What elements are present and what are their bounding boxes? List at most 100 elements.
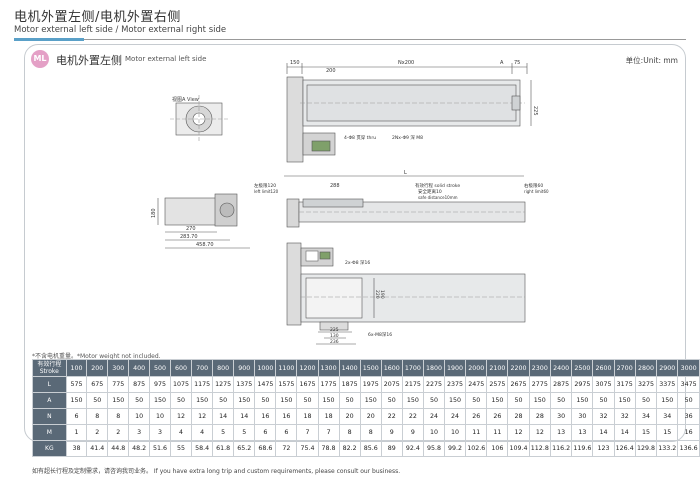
table-cell: 82.2	[338, 440, 361, 457]
table-cell: 15	[634, 424, 658, 441]
svg-text:180: 180	[151, 208, 157, 218]
table-cell: 6	[275, 424, 298, 441]
table-cell: 14	[613, 424, 636, 441]
stroke-header-cell: 2900	[656, 359, 679, 377]
table-cell: 18	[296, 408, 319, 425]
stroke-header-cell: 700	[191, 359, 214, 377]
table-cell: 3	[149, 424, 171, 441]
stroke-header-cell: 2100	[486, 359, 509, 377]
table-cell: 150	[443, 392, 467, 409]
table-cell: 9	[401, 424, 424, 441]
table-cell: 575	[65, 376, 88, 393]
table-cell: 22	[380, 408, 403, 425]
table-cell: 12	[507, 424, 530, 441]
page-title: 电机外置左侧/电机外置右侧	[14, 10, 181, 25]
table-cell: 28	[528, 408, 551, 425]
table-cell: 1675	[296, 376, 319, 393]
table-cell: 1775	[317, 376, 340, 393]
stroke-header-cell: 3000	[677, 359, 700, 377]
stroke-header-cell: 2600	[592, 359, 615, 377]
table-cell: 1575	[275, 376, 298, 393]
table-cell: 5	[233, 424, 256, 441]
table-cell: 3	[128, 424, 151, 441]
table-cell: 50	[507, 392, 530, 409]
svg-text:左极限120: 左极限120	[254, 182, 276, 189]
table-cell: 2175	[401, 376, 424, 393]
table-cell: 2875	[549, 376, 573, 393]
table-cell: 150	[401, 392, 424, 409]
table-cell: 150	[233, 392, 256, 409]
stroke-header-cell: 2000	[465, 359, 488, 377]
table-cell: 975	[149, 376, 171, 393]
table-cell: 109.4	[507, 440, 530, 457]
stroke-header-cell: 1100	[275, 359, 298, 377]
svg-text:220: 220	[374, 290, 380, 299]
table-cell: 2475	[465, 376, 488, 393]
table-cell: 50	[169, 392, 193, 409]
table-cell: 10	[128, 408, 151, 425]
stroke-header-cell: 800	[212, 359, 235, 377]
row-label: M	[32, 424, 67, 441]
stroke-header-cell: 2400	[549, 359, 573, 377]
table-cell: 26	[465, 408, 488, 425]
table-cell: 2	[107, 424, 130, 441]
stroke-header-cell: 2800	[634, 359, 658, 377]
table-cell: 14	[233, 408, 256, 425]
table-cell: 2275	[422, 376, 446, 393]
table-cell: 36	[677, 408, 700, 425]
table-cell: 8	[338, 424, 361, 441]
table-cell: 2075	[380, 376, 403, 393]
table-cell: 8	[359, 424, 382, 441]
table-cell: 6	[254, 424, 277, 441]
svg-text:200: 200	[326, 68, 336, 74]
table-cell: 102.6	[465, 440, 488, 457]
table-cell: 72	[275, 440, 298, 457]
stroke-header-cell: 400	[128, 359, 151, 377]
end-view: 视图A View	[170, 95, 230, 143]
table-cell: 41.4	[86, 440, 109, 457]
svg-text:225: 225	[330, 327, 339, 333]
header-divider	[14, 39, 686, 40]
table-cell: 20	[338, 408, 361, 425]
top-view: 150 200 Nx200 A 75 4-Φ8 贯穿 thru 2Nx-Φ9 深…	[286, 60, 538, 163]
table-cell: 150	[613, 392, 636, 409]
table-cell: 150	[65, 392, 88, 409]
table-cell: 1175	[191, 376, 214, 393]
row-label: A	[32, 392, 67, 409]
table-cell: 133.2	[656, 440, 679, 457]
stroke-header-cell: 500	[149, 359, 171, 377]
table-cell: 2375	[443, 376, 467, 393]
table-cell: 55	[169, 440, 193, 457]
svg-text:Nx200: Nx200	[398, 60, 414, 66]
unit-label: 单位:Unit: mm	[625, 56, 678, 65]
table-cell: 32	[592, 408, 615, 425]
table-cell: 1275	[212, 376, 235, 393]
table-cell: 89	[380, 440, 403, 457]
stroke-header-cell: 1300	[317, 359, 340, 377]
table-cell: 95.8	[422, 440, 446, 457]
footer-note: 如有超长行程及定制需求，请咨询我司业务。 If you have extra l…	[32, 468, 401, 475]
table-cell: 11	[486, 424, 509, 441]
row-label: N	[32, 408, 67, 425]
table-cell: 50	[677, 392, 700, 409]
svg-text:75: 75	[514, 60, 520, 66]
table-cell: 50	[128, 392, 151, 409]
table-cell: 16	[254, 408, 277, 425]
table-cell: 5	[212, 424, 235, 441]
svg-text:left limit120: left limit120	[254, 189, 279, 194]
table-cell: 12	[191, 408, 214, 425]
table-cell: 2675	[507, 376, 530, 393]
table-cell: 6	[65, 408, 88, 425]
svg-text:2x-Φ8 深16: 2x-Φ8 深16	[345, 259, 370, 266]
table-cell: 1875	[338, 376, 361, 393]
table-cell: 50	[380, 392, 403, 409]
stroke-header-cell: 900	[233, 359, 256, 377]
table-cell: 3175	[613, 376, 636, 393]
svg-text:458.70: 458.70	[196, 242, 214, 248]
table-cell: 3475	[677, 376, 700, 393]
